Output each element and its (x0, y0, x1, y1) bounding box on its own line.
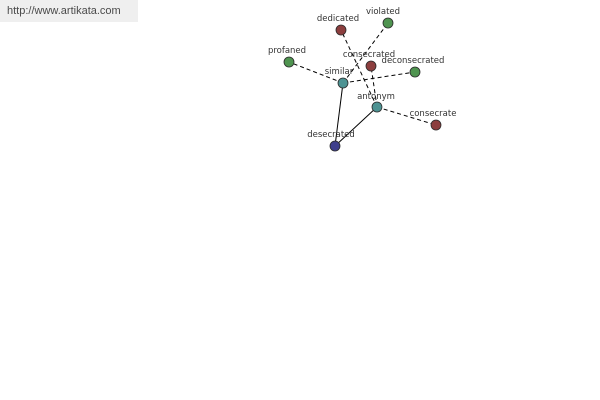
node-label-antonym[interactable]: antonym (357, 92, 395, 102)
node-label-similar[interactable]: similar (325, 67, 354, 77)
node-label-violated[interactable]: violated (366, 7, 400, 17)
node-label-consecrate[interactable]: consecrate (410, 109, 457, 119)
node-profaned[interactable] (283, 56, 295, 68)
node-label-profaned[interactable]: profaned (268, 46, 306, 56)
node-label-deconsecrated[interactable]: deconsecrated (382, 56, 445, 66)
node-label-desecrated[interactable]: desecrated (307, 130, 355, 140)
edge-antonym-consecrate (376, 106, 437, 126)
edges-layer (288, 22, 437, 147)
site-url[interactable]: http://www.artikata.com (7, 5, 121, 17)
edge-desecrated-similar (334, 82, 344, 147)
node-dedicated[interactable] (335, 24, 347, 36)
node-desecrated[interactable] (329, 140, 341, 152)
url-banner: http://www.artikata.com (0, 0, 138, 22)
edge-similar-deconsecrated (342, 71, 416, 84)
labels-layer: desecrated similar antonym profaned violated… (268, 7, 456, 140)
node-label-dedicated[interactable]: dedicated (317, 14, 359, 24)
node-antonym[interactable] (371, 101, 383, 113)
node-violated[interactable] (382, 17, 394, 29)
nodes-layer (283, 17, 442, 152)
node-consecrate[interactable] (430, 119, 442, 131)
node-label-consecrated[interactable]: consecrated (343, 50, 395, 60)
edge-similar-violated (342, 22, 389, 84)
node-deconsecrated[interactable] (409, 66, 421, 78)
node-similar[interactable] (337, 77, 349, 89)
edge-desecrated-antonym (334, 106, 378, 147)
node-consecrated[interactable] (365, 60, 377, 72)
edge-similar-profaned (288, 61, 344, 84)
edge-antonym-dedicated (340, 29, 378, 108)
